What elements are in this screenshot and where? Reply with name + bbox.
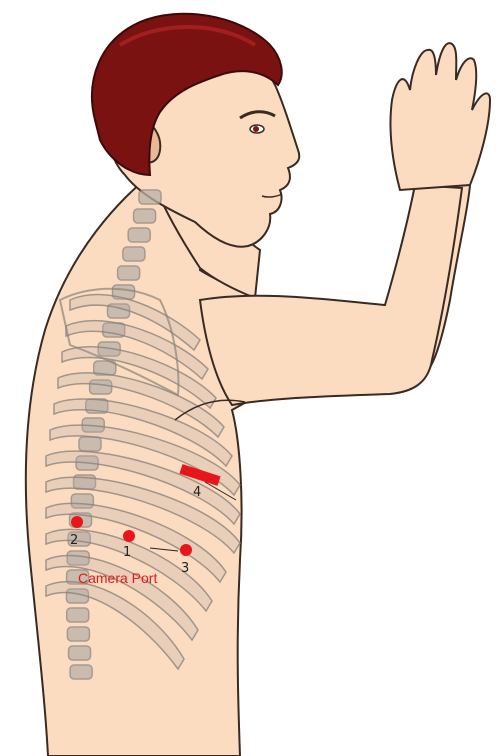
vertebra	[123, 247, 145, 261]
vertebra	[69, 646, 91, 660]
vertebra	[70, 665, 92, 679]
port-1-marker	[123, 530, 135, 542]
vertebra	[67, 608, 89, 622]
vertebra	[67, 627, 89, 641]
port-3-marker	[180, 544, 192, 556]
port-4-label: 4	[193, 485, 201, 500]
port-2-marker	[71, 516, 83, 528]
vertebra	[139, 190, 161, 204]
vertebra	[134, 209, 156, 223]
camera-port-caption: Camera Port	[78, 570, 157, 586]
vertebra	[128, 228, 150, 242]
vertebra	[79, 437, 101, 451]
port-3-label: 3	[181, 561, 189, 576]
port-2-label: 2	[70, 533, 78, 548]
port-1-label: 1	[123, 545, 131, 560]
hand	[390, 43, 490, 190]
iris	[253, 126, 259, 132]
vertebra	[118, 266, 140, 280]
